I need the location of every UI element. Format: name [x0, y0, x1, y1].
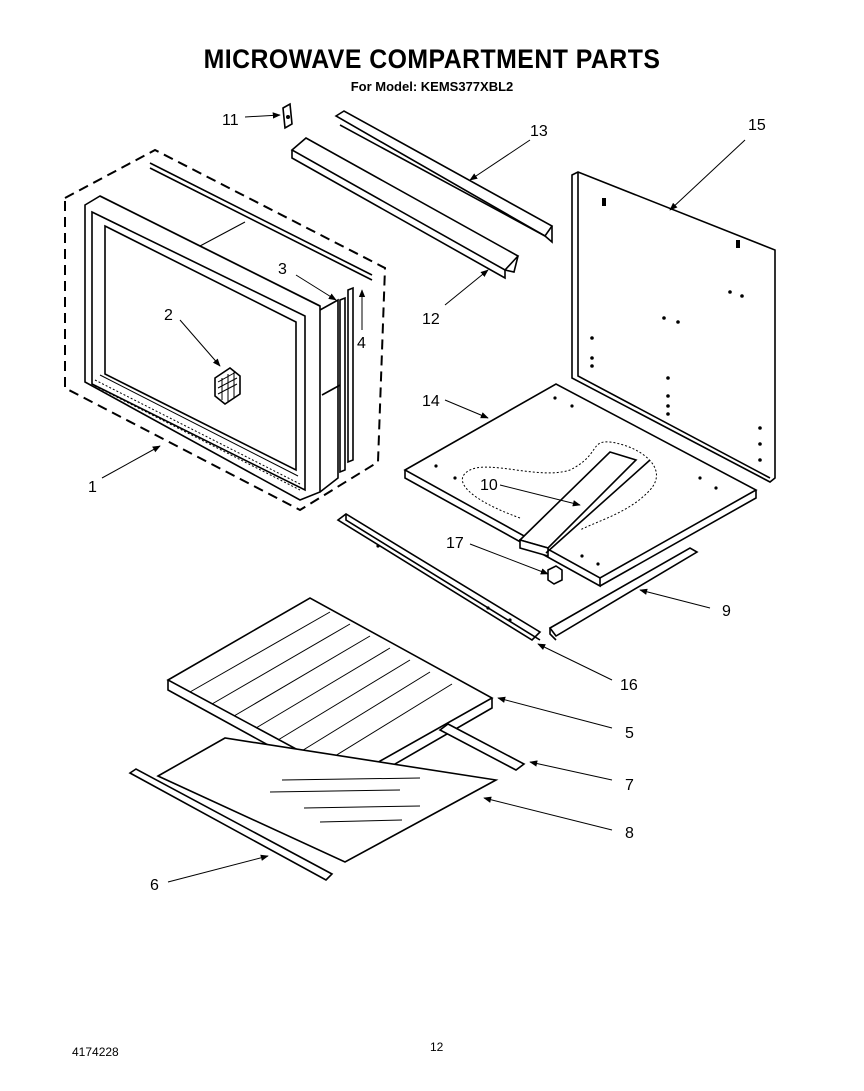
- callout-6: 6: [150, 877, 159, 894]
- part-11-bracket: [282, 102, 293, 130]
- part-17-block: [547, 565, 563, 585]
- part-2-grille: [214, 367, 241, 405]
- callout-1: 1: [88, 479, 97, 496]
- part-7-rail: [438, 723, 526, 771]
- callout-11: 11: [222, 112, 239, 129]
- callout-labels: 1 2 3 4 5 6 7 8 9 10 11 12 13 14 15 16 1…: [88, 112, 766, 894]
- part-1-front-frame: [64, 148, 387, 512]
- callout-15: 15: [748, 117, 766, 134]
- page-title: MICROWAVE COMPARTMENT PARTS: [203, 44, 661, 74]
- callout-7: 7: [625, 777, 634, 794]
- callout-13: 13: [530, 123, 548, 140]
- callout-4: 4: [357, 335, 366, 352]
- part-3-4-seals: [339, 286, 354, 474]
- part-5-shelf: [166, 597, 494, 792]
- callout-3: 3: [278, 261, 287, 278]
- callout-2: 2: [164, 307, 173, 324]
- part-16-rail: [336, 513, 542, 642]
- part-10-heater: [461, 441, 657, 558]
- part-15-back-panel: [571, 171, 776, 483]
- callout-14: 14: [422, 393, 440, 410]
- part-8-tray: [156, 737, 499, 863]
- part-13-rail: [334, 110, 554, 244]
- callout-9: 9: [722, 603, 731, 620]
- callout-8: 8: [625, 825, 634, 842]
- part-12-rail: [290, 137, 520, 280]
- document-number: 4174228: [72, 1045, 119, 1059]
- callout-16: 16: [620, 677, 638, 694]
- part-6-rail: [128, 768, 334, 881]
- page-number: 12: [430, 1040, 444, 1054]
- callout-5: 5: [625, 725, 634, 742]
- leader-lines: [101, 112, 746, 883]
- callout-17: 17: [446, 535, 464, 552]
- part-9-rail: [548, 547, 699, 641]
- callout-12: 12: [422, 311, 440, 328]
- callout-10: 10: [480, 477, 498, 494]
- model-subtitle: For Model: KEMS377XBL2: [350, 79, 514, 94]
